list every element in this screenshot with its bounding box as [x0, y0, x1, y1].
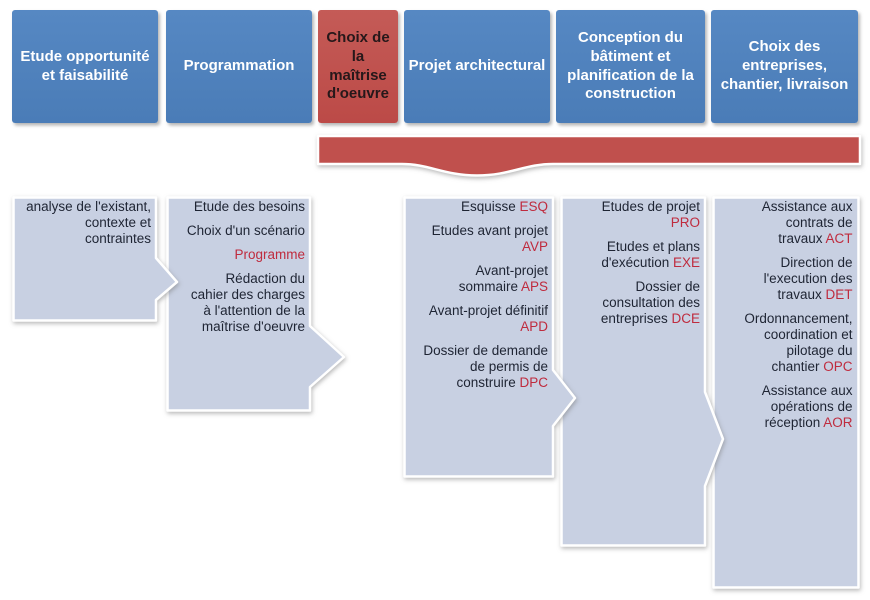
detail-code: DPC [519, 375, 548, 390]
detail-code: OPC [823, 359, 853, 374]
detail-code: PRO [670, 215, 700, 230]
detail-item: Ordonnancement, coordination et pilotage… [744, 311, 853, 374]
detail-list: Etudes de projet PRO Etudes et plans d'ex… [560, 199, 705, 335]
detail-item: Assistance aux contrats de travaux ACT [761, 199, 853, 246]
detail-item: Etudes de projet PRO [601, 199, 700, 230]
detail-code: ACT [825, 231, 853, 246]
detail-item: Dossier de consultation des entreprises … [600, 279, 700, 326]
detail-item: Assistance aux opérations de réception A… [761, 383, 853, 430]
detail-arrow-shape [166, 196, 346, 412]
phase-etude-opportunite: Etude opportunité et faisabilité [12, 10, 158, 123]
detail-item: analyse de l'existant, contexte et contr… [26, 199, 151, 246]
phase-programmation: Programmation [166, 10, 312, 123]
detail-arrow-shape [560, 196, 725, 547]
detail-list: analyse de l'existant, contexte et contr… [12, 199, 156, 255]
phase-choix-maitrise-oeuvre: Choix de la maîtrise d'oeuvre [318, 10, 398, 123]
detail-etude-opportunite: analyse de l'existant, contexte et contr… [12, 196, 182, 326]
detail-conception-batiment: Etudes de projet PRO Etudes et plans d'ex… [560, 196, 728, 547]
phase-label: Conception du bâtiment et planification … [567, 29, 694, 103]
detail-item: Rédaction du cahier des charges à l'atte… [190, 271, 305, 334]
phase-label: Choix des entreprises, chantier, livrais… [720, 38, 849, 93]
detail-choix-entreprises: Assistance aux contrats de travaux ACT Di… [712, 196, 862, 589]
detail-item: Etudes et plans d'exécution EXE [601, 239, 700, 270]
maitrise-oeuvre-brace [316, 134, 862, 180]
detail-code: APD [520, 319, 548, 334]
detail-code: EXE [672, 255, 700, 270]
phase-label: Choix de la maîtrise d'oeuvre [326, 29, 390, 103]
detail-code: AOR [823, 415, 853, 430]
detail-arrow-shape [403, 196, 577, 478]
detail-list: Assistance aux contrats de travaux ACT Di… [712, 199, 859, 439]
phase-label: Programmation [183, 57, 295, 75]
detail-code: APS [520, 279, 548, 294]
detail-code: AVP [521, 239, 548, 254]
detail-item: Etudes avant projet AVP [431, 223, 548, 254]
detail-code: DET [825, 287, 853, 302]
detail-item: Esquisse ESQ [460, 199, 548, 214]
detail-item: Avant-projet sommaire APS [458, 263, 548, 294]
phase-label: Etude opportunité et faisabilité [20, 47, 150, 84]
detail-code: DCE [671, 311, 700, 326]
detail-item: Direction de l'execution des travaux DET [763, 255, 853, 302]
phase-choix-entreprises: Choix des entreprises, chantier, livrais… [711, 10, 858, 123]
phase-label: Projet architectural [408, 57, 546, 75]
detail-item: Choix d'un scénario [186, 223, 305, 238]
detail-item: Programme [234, 247, 305, 262]
detail-list: Esquisse ESQ Etudes avant projet AVP Avant… [403, 199, 553, 399]
detail-code: ESQ [519, 199, 548, 214]
detail-item: Dossier de demande de permis de construi… [423, 343, 548, 390]
detail-arrow-shape [12, 196, 179, 322]
detail-item: Avant-projet définitif APD [428, 303, 548, 334]
detail-projet-architectural: Esquisse ESQ Etudes avant projet AVP Avant… [403, 196, 581, 478]
detail-item: Etude des besoins [193, 199, 305, 214]
phase-projet-architectural: Projet architectural [404, 10, 550, 123]
phase-conception-batiment: Conception du bâtiment et planification … [556, 10, 705, 123]
